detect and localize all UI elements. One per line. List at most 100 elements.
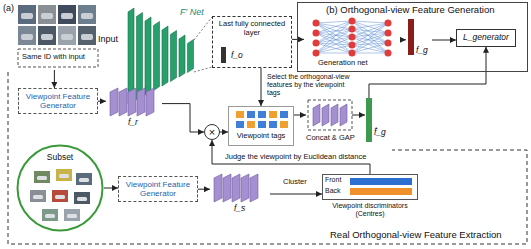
input-image [58, 5, 76, 24]
generator-box: Viewpoint Feature Generator [18, 88, 98, 114]
group-label: Same ID with input [22, 53, 85, 62]
connector-arrow [369, 47, 486, 98]
net-neuron [385, 30, 392, 37]
loss-box: L_generator [456, 29, 516, 47]
net-link [352, 37, 388, 53]
feature-map [250, 174, 258, 202]
feature-vector [221, 47, 226, 63]
panel-box: (b) Orthogonal-view Feature GenerationGe… [297, 2, 528, 72]
network-block: F′ Net [124, 6, 210, 106]
car-shape [45, 214, 55, 218]
car-shape [59, 174, 69, 178]
tag-square [269, 121, 277, 128]
multiply-circle [205, 125, 220, 140]
feature-map [331, 104, 338, 126]
subset-image [34, 171, 50, 183]
net-link [316, 21, 352, 43]
box-label: Viewpoint tags [229, 132, 293, 141]
feature-map [340, 104, 347, 126]
generation-net: Generation net [304, 18, 400, 70]
tags-box: Viewpoint tags [228, 106, 294, 146]
feature-map [110, 88, 118, 116]
subset-image [30, 190, 46, 202]
connector-arrow [98, 101, 106, 102]
net-neuron [313, 50, 320, 57]
tag-square [236, 111, 244, 118]
network-layer [179, 35, 185, 77]
car-shape [33, 195, 43, 199]
network-label: F′ Net [180, 7, 204, 17]
feature-maps: f_r [106, 86, 162, 130]
net-link [352, 29, 388, 53]
edge-label: Select the orthogonal-view features by t… [266, 73, 360, 97]
network-layer [171, 31, 177, 82]
edge-label: Cluster [282, 178, 308, 187]
callout-line [194, 17, 212, 40]
feature-map [146, 88, 154, 116]
net-link [352, 23, 388, 53]
tag-square [280, 121, 288, 128]
net-link [316, 29, 352, 53]
subset-image [52, 190, 68, 202]
car-shape [67, 214, 77, 218]
net-link [316, 21, 352, 53]
feature-map [232, 174, 240, 202]
net-neuron [313, 30, 320, 37]
discriminator-node: FrontBackViewpoint discriminators (Centr… [322, 174, 418, 220]
input-label: Input [98, 34, 118, 44]
box-label: Last fully connected layer [216, 20, 288, 37]
net-link [316, 37, 352, 53]
net-neuron [313, 40, 320, 47]
net-neuron [385, 50, 392, 57]
box-label: Viewpoint discriminators (Centres) [322, 202, 418, 218]
net-neuron [349, 50, 356, 57]
concat-group: Concat & GAPf̂_g [306, 98, 388, 148]
region-title: Real Orthogonal-view Feature Extraction [330, 230, 502, 241]
car-shape [61, 13, 73, 19]
net-link [352, 45, 388, 53]
feature-map [241, 174, 249, 202]
edge-label: Judge the viewpoint by Euclidean distanc… [224, 153, 367, 162]
connector-arrow [54, 70, 55, 88]
feature-map [313, 104, 320, 126]
net-link [352, 21, 388, 53]
fc-layer-box: Last fully connected layer f_o [212, 16, 292, 68]
net-neuron [349, 26, 356, 33]
input-image [78, 26, 96, 45]
node-illustration [229, 107, 295, 147]
loss-label: L_generator [459, 33, 513, 43]
tag-square [258, 121, 266, 128]
feature-symbol: f_o [231, 51, 243, 61]
net-link [316, 45, 352, 53]
subset-image [42, 209, 58, 221]
input-images: InputSame ID with input [8, 4, 124, 70]
group-box [18, 49, 98, 67]
connector-arrow [432, 40, 456, 41]
feature-bar [408, 19, 414, 55]
feature-symbol: f_g [416, 46, 428, 56]
subset-image [76, 173, 92, 185]
feature-bar-node: f_g [406, 19, 432, 61]
panel-letter: (a) [3, 3, 14, 13]
discriminator-box [323, 175, 418, 200]
car-shape [21, 34, 33, 40]
net-link [352, 33, 388, 53]
feature-map [322, 104, 329, 126]
car-shape [55, 195, 65, 199]
network-layer [162, 26, 168, 86]
centre-label: Front [325, 176, 341, 184]
car-shape [21, 13, 33, 19]
connector-arrow [162, 104, 204, 132]
tag-square [269, 111, 277, 118]
generator-box: Viewpoint Feature Generator [118, 176, 198, 202]
net-link [316, 23, 352, 45]
feature-map [119, 88, 127, 116]
tag-square [236, 121, 244, 128]
operator-symbol: × [204, 124, 220, 140]
tag-square [247, 111, 255, 118]
connector-arrow [220, 132, 228, 133]
node-illustration [124, 6, 210, 106]
connector-arrow [294, 115, 306, 116]
operation-label: Concat & GAP [306, 134, 355, 143]
net-link [316, 37, 352, 43]
